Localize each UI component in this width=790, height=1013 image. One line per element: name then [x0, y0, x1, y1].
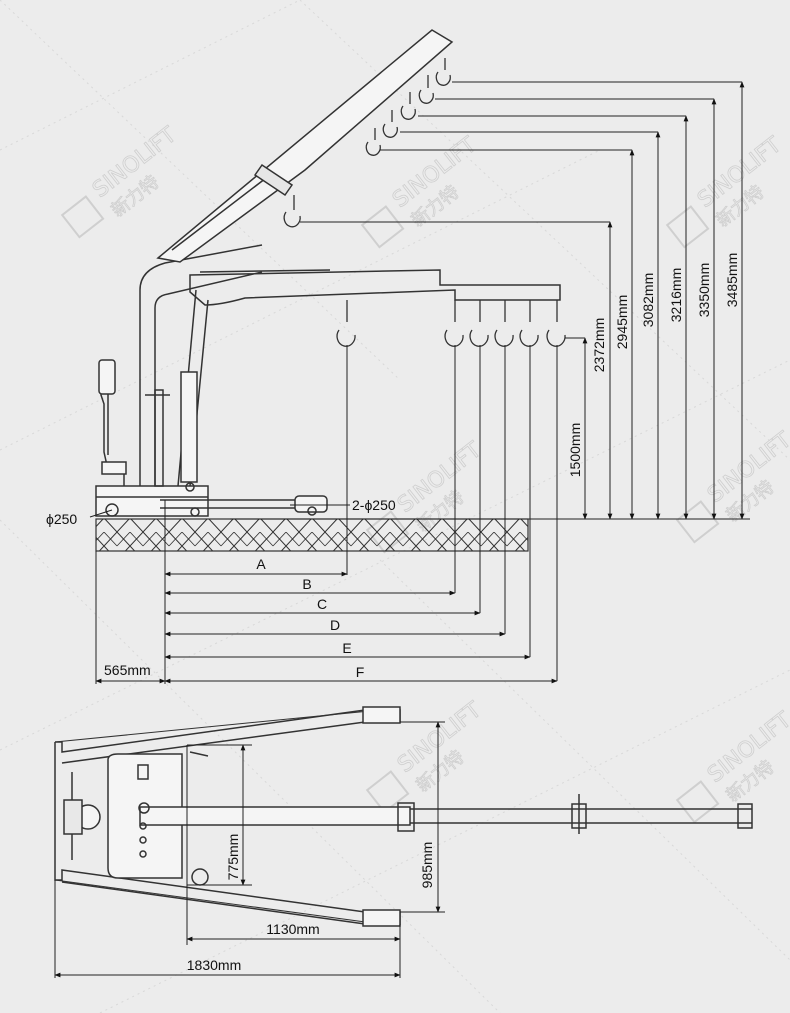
height-label-2372: 2372mm	[591, 318, 607, 372]
reach-label-b: B	[302, 576, 311, 592]
reach-label-d: D	[330, 617, 340, 633]
height-label-2945: 2945mm	[614, 295, 630, 349]
watermark-logo: SINOLIFT 新力特 SINOLIFT 新力特 SINOLIFT 新力特 S…	[60, 122, 790, 824]
reach-label-a: A	[256, 556, 266, 572]
reach-label-e: E	[342, 640, 351, 656]
height-label-1500: 1500mm	[567, 423, 583, 477]
top-view-labels: 775mm 985mm 1130mm 1830mm	[187, 834, 435, 973]
total-length-label: 1830mm	[187, 957, 241, 973]
overhang-label: 565mm	[104, 662, 151, 678]
reach-labels: A B C D E F 565mm	[104, 556, 364, 680]
reach-label-f: F	[356, 664, 365, 680]
height-label-3082: 3082mm	[640, 273, 656, 327]
top-view-dimensions	[54, 721, 445, 978]
rear-wheel-label: 2-ϕ250	[352, 497, 396, 513]
crane-side-view	[95, 29, 566, 517]
leg-length-label: 1130mm	[266, 921, 319, 937]
hook-drop-lines	[95, 345, 558, 684]
reach-dimensions	[95, 571, 558, 684]
crane-top-view	[54, 706, 753, 927]
reach-label-c: C	[317, 596, 327, 612]
height-label-3216: 3216mm	[668, 268, 684, 322]
inner-width-label: 775mm	[225, 834, 241, 881]
height-labels: 1500mm 2372mm 2945mm 3082mm 3216mm 3350m…	[567, 253, 740, 477]
outer-width-label: 985mm	[419, 842, 435, 889]
height-label-3485: 3485mm	[724, 253, 740, 307]
height-label-3350: 3350mm	[696, 263, 712, 317]
wheel-labels: ϕ250 2-ϕ250	[46, 497, 396, 527]
ground-hatch	[95, 518, 529, 552]
front-wheel-label: ϕ250	[46, 511, 77, 527]
height-dimensions	[230, 81, 750, 520]
